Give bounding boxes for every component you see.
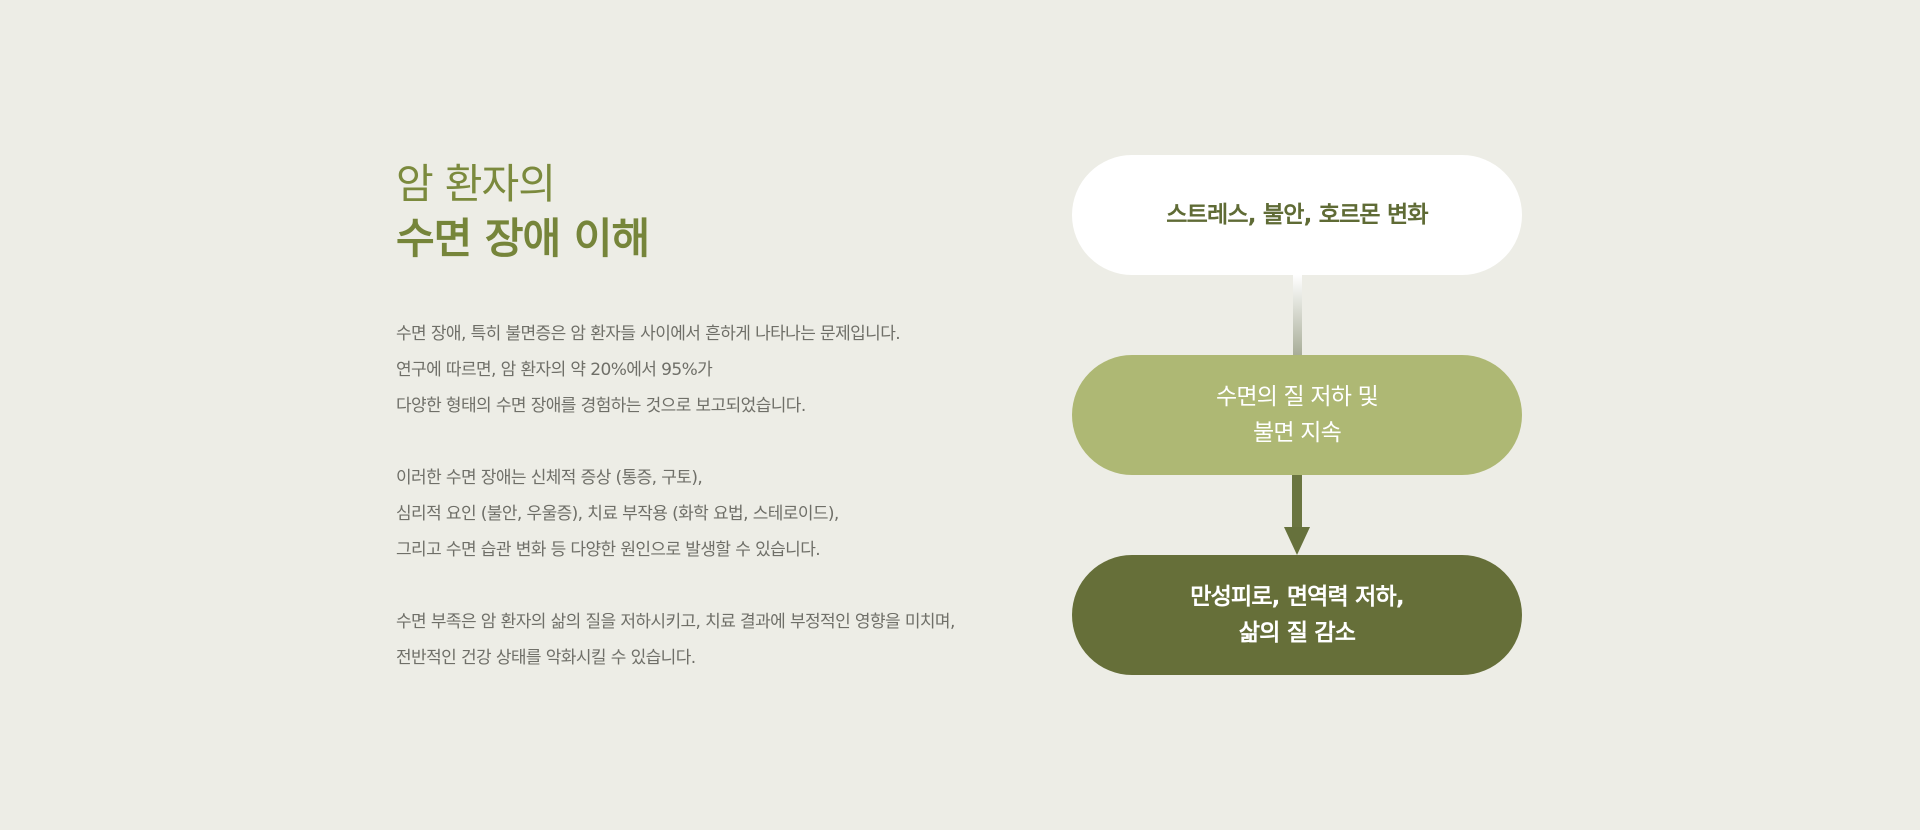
flow-step-label: 수면의 질 저하 및 [1215,384,1379,410]
paragraph-line: 심리적 요인 (불안, 우울증), 치료 부작용 (화학 요법, 스테로이드), [396,504,839,524]
flow-step-outcome: 만성피로, 면역력 저하, 삶의 질 감소 [1072,555,1522,675]
flow-diagram: 스트레스, 불안, 호르몬 변화 수면의 질 저하 및 불면 지속 만성피로, … [1072,155,1522,675]
paragraph-3: 수면 부족은 암 환자의 삶의 질을 저하시키고, 치료 결과에 부정적인 영향… [396,604,1016,676]
paragraph-1: 수면 장애, 특히 불면증은 암 환자들 사이에서 흔하게 나타나는 문제입니다… [396,316,1016,424]
heading-line-1: 암 환자의 [396,160,556,208]
paragraph-line: 수면 장애, 특히 불면증은 암 환자들 사이에서 흔하게 나타나는 문제입니다… [396,324,901,344]
flow-step-label: 불면 지속 [1253,420,1342,446]
flow-step-label: 만성피로, 면역력 저하, [1190,584,1404,610]
arrow-shaft [1292,475,1302,529]
paragraph-line: 그리고 수면 습관 변화 등 다양한 원인으로 발생할 수 있습니다. [396,540,821,560]
connector-line [1293,275,1302,355]
arrow-down-icon [1284,527,1310,555]
paragraph-line: 수면 부족은 암 환자의 삶의 질을 저하시키고, 치료 결과에 부정적인 영향… [396,612,955,632]
body-text: 수면 장애, 특히 불면증은 암 환자들 사이에서 흔하게 나타나는 문제입니다… [396,316,1016,676]
paragraph-line: 전반적인 건강 상태를 악화시킬 수 있습니다. [396,648,696,668]
text-section: 암 환자의 수면 장애 이해 수면 장애, 특히 불면증은 암 환자들 사이에서… [396,158,1016,712]
flow-step-cause: 스트레스, 불안, 호르몬 변화 [1072,155,1522,275]
paragraph-line: 연구에 따르면, 암 환자의 약 20%에서 95%가 [396,360,713,380]
paragraph-line: 이러한 수면 장애는 신체적 증상 (통증, 구토), [396,468,703,488]
flow-step-label: 삶의 질 감소 [1238,620,1356,646]
flow-step-label: 스트레스, 불안, 호르몬 변화 [1166,202,1428,228]
heading-line-2: 수면 장애 이해 [396,214,650,263]
paragraph-2: 이러한 수면 장애는 신체적 증상 (통증, 구토), 심리적 요인 (불안, … [396,460,1016,568]
flow-step-sleep-quality: 수면의 질 저하 및 불면 지속 [1072,355,1522,475]
paragraph-line: 다양한 형태의 수면 장애를 경험하는 것으로 보고되었습니다. [396,396,806,416]
